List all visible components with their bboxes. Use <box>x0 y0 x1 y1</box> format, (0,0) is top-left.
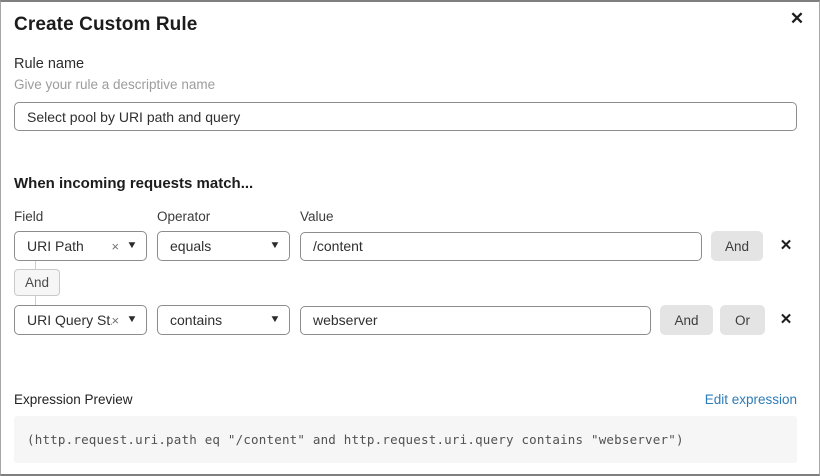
condition-connector: And <box>14 261 797 305</box>
operator-select-row1[interactable]: equals ▼ <box>157 231 290 261</box>
rule-name-helper: Give your rule a descriptive name <box>14 77 216 92</box>
rule-name-input[interactable] <box>14 102 797 131</box>
field-select-row2[interactable]: URI Query St... × ▼ <box>14 305 147 335</box>
remove-condition-icon[interactable]: ✕ <box>775 309 797 331</box>
operator-column-label: Operator <box>157 209 211 224</box>
chevron-down-icon: ▼ <box>126 314 138 325</box>
condition-row-2: URI Query St... × ▼ contains ▼ And Or ✕ <box>14 305 797 335</box>
operator-select-row2[interactable]: contains ▼ <box>157 305 290 335</box>
operator-select-value: contains <box>170 312 223 328</box>
operator-select-value: equals <box>170 238 212 254</box>
add-and-condition-button-row2[interactable]: And <box>660 305 713 335</box>
expression-preview-header: Expression Preview Edit expression <box>14 392 797 407</box>
value-column-label: Value <box>300 209 334 224</box>
edit-expression-link[interactable]: Edit expression <box>704 392 797 407</box>
field-select-value: URI Path <box>27 238 84 254</box>
chevron-down-icon: ▼ <box>126 240 138 251</box>
clear-icon[interactable]: × <box>111 238 120 254</box>
expression-preview-label: Expression Preview <box>14 392 133 407</box>
match-section-heading: When incoming requests match... <box>14 175 254 192</box>
chevron-down-icon: ▼ <box>269 240 281 251</box>
expression-preview-code: (http.request.uri.path eq "/content" and… <box>14 416 797 463</box>
dialog-title: Create Custom Rule <box>14 14 198 35</box>
value-input-row2[interactable] <box>300 305 651 335</box>
chevron-down-icon: ▼ <box>269 314 281 325</box>
connector-and-badge: And <box>14 269 61 296</box>
field-column-label: Field <box>14 209 44 224</box>
add-or-condition-button-row2[interactable]: Or <box>720 305 765 335</box>
field-select-row1[interactable]: URI Path × ▼ <box>14 231 147 261</box>
condition-row-1: URI Path × ▼ equals ▼ And ✕ <box>14 231 797 261</box>
clear-icon[interactable]: × <box>111 312 120 328</box>
field-select-value: URI Query St... <box>27 312 112 328</box>
close-icon[interactable]: ✕ <box>786 8 808 30</box>
remove-condition-icon[interactable]: ✕ <box>775 235 797 257</box>
value-input-row1[interactable] <box>300 231 702 261</box>
rule-name-label: Rule name <box>14 56 85 72</box>
add-and-condition-button-row1[interactable]: And <box>711 231 763 261</box>
condition-column-labels: Field Operator Value <box>14 209 797 226</box>
